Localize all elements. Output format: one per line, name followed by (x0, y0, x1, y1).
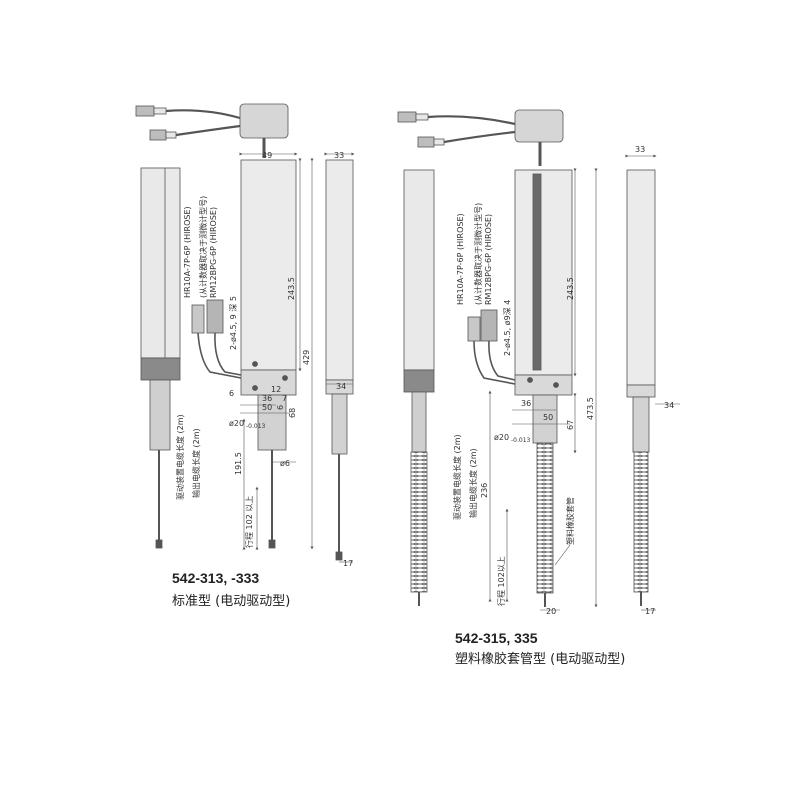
left-dim-17: 17 (343, 559, 353, 568)
right-dim-17: 17 (645, 607, 655, 616)
left-model-code: 542-313, -333 (172, 570, 260, 586)
left-dim-6: 6 (229, 389, 234, 398)
left-dim-phi6: ø6 (280, 459, 290, 468)
left-main-body (191, 159, 297, 549)
left-cable-1-label: 驱动装置电缆长度 (2m) (175, 414, 185, 500)
left-dim-width-49: 49 (262, 151, 272, 160)
right-stroke-label: 行程 102以上 (496, 556, 506, 606)
right-boot-label: 塑料橡胶套管 (565, 497, 575, 545)
right-dim-height-473: 473.5 (586, 397, 595, 420)
right-dim-phi20: ø20 (494, 433, 509, 442)
left-connector-2-label: (从计数器取决于测微计型号) (198, 196, 208, 298)
left-connector-1-label: HR10A-7P-6P (HIROSE) (183, 206, 192, 298)
left-model-name: 标准型 (电动驱动型) (172, 594, 291, 609)
right-assembly (397, 109, 680, 611)
left-dim-34: 34 (336, 382, 346, 391)
left-dimension-lines (239, 152, 355, 563)
right-connector-2b-label: RM12BPG-6P (HIROSE) (484, 214, 493, 305)
right-model-code: 542-315, 335 (455, 630, 538, 646)
right-cable-connectors (397, 109, 564, 166)
right-dim-236: 236 (480, 483, 489, 498)
right-dim-36: 36 (521, 399, 531, 408)
right-dim-height-243: 243.5 (566, 277, 575, 300)
right-dim-20: 20 (546, 607, 556, 616)
left-dim-height-243: 243.5 (287, 277, 296, 300)
right-dim-67: 67 (566, 420, 575, 430)
right-dim-34: 34 (664, 401, 674, 410)
right-model-name: 塑料橡胶套管型 (电动驱动型) (455, 652, 626, 667)
right-dim-width-33: 33 (635, 145, 645, 154)
left-stroke-label: 行程 102 以上 (244, 496, 254, 548)
right-connector-1-label: HR10A-7P-6P (HIROSE) (456, 213, 465, 305)
left-dim-7: 7 (282, 394, 287, 403)
right-dim-50: 50 (543, 413, 553, 422)
left-dim-68: 68 (288, 408, 297, 418)
right-dim-tolerance: -0.013 (511, 437, 531, 444)
right-right-column (626, 169, 656, 606)
left-assembly (135, 103, 355, 563)
left-dim-tolerance: -0.013 (246, 423, 266, 430)
left-dim-191: 191.5 (234, 452, 243, 475)
left-connector-2b-label: RM12BPG-6P (HIROSE) (209, 207, 218, 298)
right-side-column (403, 169, 435, 606)
left-cable-2-label: 输出电缆长度 (2m) (191, 428, 201, 498)
right-cable-1-label: 驱动装置电缆长度 (2m) (452, 434, 462, 520)
right-connector-2-label: (从计数器取决于测微计型号) (473, 203, 483, 305)
left-dim-phi20: ø20 (229, 419, 244, 428)
right-cable-2-label: 输出电缆长度 (2m) (468, 448, 478, 518)
left-hole-spec: 2-ø4.5, 9 深 5 (229, 296, 238, 350)
right-hole-spec: 2-ø4.5, ø9深 4 (503, 300, 512, 356)
left-side-column (140, 167, 181, 549)
left-dim-6b: 6 (276, 405, 285, 410)
left-dim-12: 12 (271, 385, 281, 394)
right-dimension-lines (488, 154, 680, 611)
left-dim-width-33: 33 (334, 151, 344, 160)
left-right-column (325, 159, 354, 561)
right-main-body (467, 169, 573, 607)
left-dim-height-429: 429 (302, 350, 311, 365)
left-dim-36: 36 (262, 394, 272, 403)
left-cable-connectors (135, 103, 289, 158)
left-dim-50: 50 (262, 403, 272, 412)
